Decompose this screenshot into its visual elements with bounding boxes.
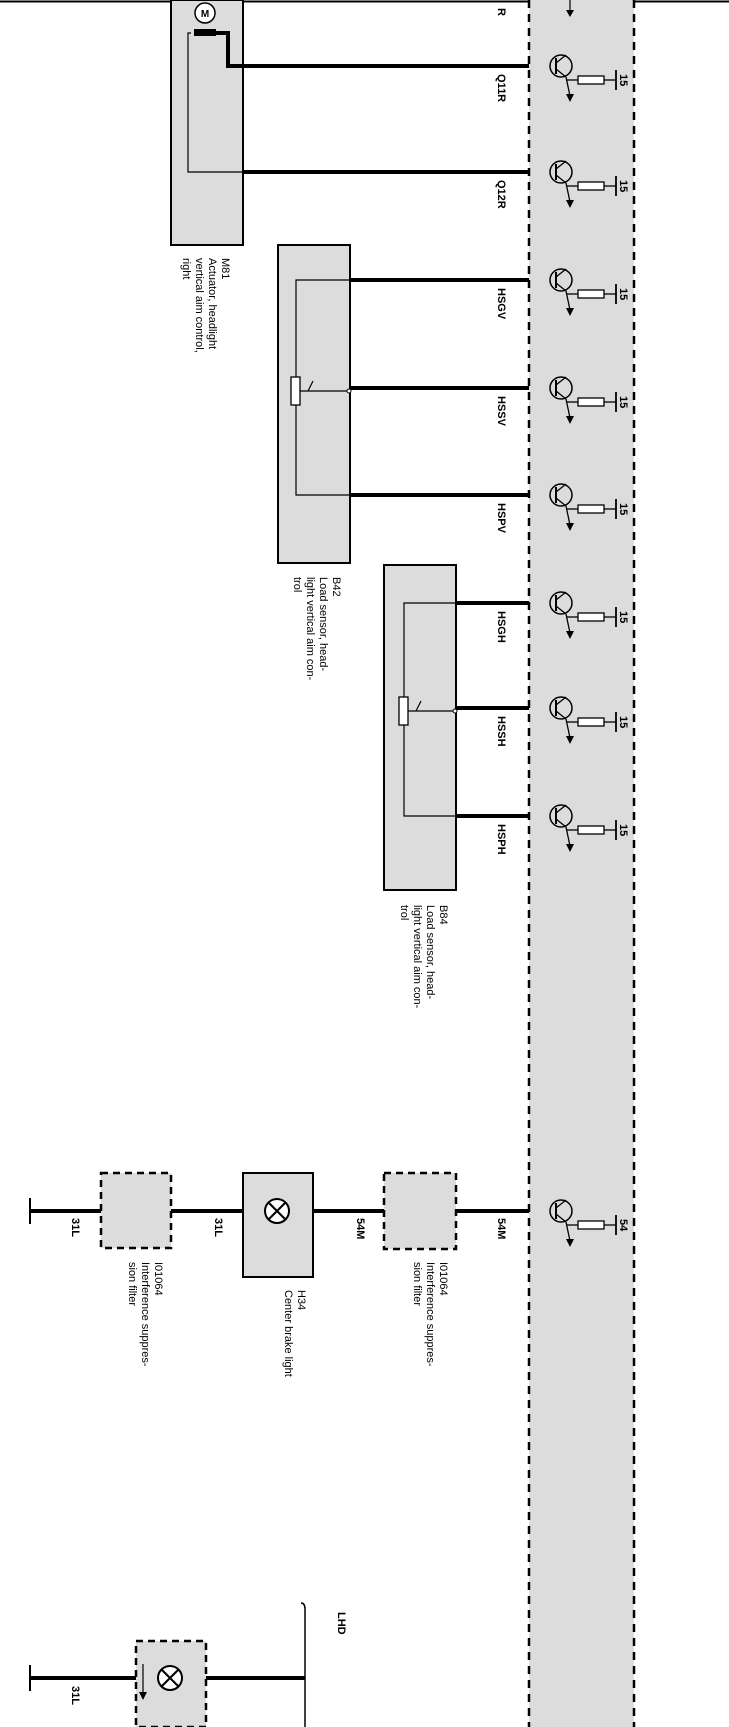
pin-hspv: 15 HSPV bbox=[495, 483, 629, 534]
transistor-icon bbox=[549, 376, 573, 400]
pullup-resistor bbox=[577, 397, 605, 407]
pin-hssv: 15 HSSV bbox=[495, 376, 629, 427]
load-sensor-b84: B84 Load sensor, head- light vertical ai… bbox=[383, 564, 529, 1011]
h34-label: H34 Center brake light bbox=[282, 1290, 307, 1377]
pin-q12r: 15 Q12R bbox=[495, 160, 629, 209]
ground-arrow-icon bbox=[566, 736, 574, 744]
actuator-m81-box bbox=[170, 0, 244, 246]
ground-arrow-icon bbox=[566, 1239, 574, 1247]
pin-number: 15 bbox=[617, 716, 629, 728]
motor-icon bbox=[194, 2, 216, 24]
b84-potentiometer bbox=[398, 696, 409, 726]
pullup-resistor bbox=[577, 181, 605, 191]
filter-upper-box bbox=[382, 1171, 458, 1251]
pullup-resistor bbox=[577, 825, 605, 835]
lhd-label: LHD bbox=[335, 1612, 347, 1635]
pin-signal-label: HSSV bbox=[495, 396, 507, 427]
top-pin-arrow bbox=[566, 10, 574, 17]
ground-arrow-icon bbox=[566, 308, 574, 316]
pin-hsgv: 15 HSGV bbox=[495, 268, 629, 320]
filter-upper-label: I01064 Interference suppres- sion filter bbox=[411, 1262, 449, 1370]
pin-signal-label: HSGH bbox=[495, 611, 507, 643]
transistor-icon bbox=[549, 1199, 573, 1223]
control-unit: R bbox=[495, 0, 636, 1727]
pin-signal-label: HSSH bbox=[495, 716, 507, 747]
b84-label: B84 Load sensor, head- light vertical ai… bbox=[398, 905, 449, 1011]
ground-arrow-icon bbox=[566, 523, 574, 531]
pullup-resistor bbox=[577, 717, 605, 727]
pin-signal-label: Q11R bbox=[495, 74, 507, 102]
filter-lower-box bbox=[99, 1171, 173, 1250]
pullup-resistor bbox=[577, 75, 605, 85]
b42-potentiometer bbox=[290, 376, 301, 406]
pin-signal-label: Q12R bbox=[495, 180, 507, 209]
ground-arrow-icon bbox=[566, 844, 574, 852]
wire-label-31l-lower: 31L bbox=[69, 1218, 81, 1237]
transistor-icon bbox=[549, 804, 573, 828]
control-unit-pins: 15Q11R15Q12R15HSGV15HSSV15HSPV15HSGH15HS… bbox=[495, 54, 629, 1247]
wire-label-31l-bottom: 31L bbox=[69, 1686, 81, 1705]
wire-label-54m-mid: 54M bbox=[354, 1218, 366, 1239]
pullup-resistor bbox=[577, 504, 605, 514]
transistor-icon bbox=[549, 54, 573, 78]
lhd-bracket bbox=[300, 1602, 306, 1727]
load-sensor-b42-box bbox=[277, 244, 351, 564]
ground-arrow-icon bbox=[566, 94, 574, 102]
b42-wiper-arrow bbox=[307, 380, 314, 392]
transistor-icon bbox=[549, 696, 573, 720]
b42-label: B42 Load sensor, head- light vertical ai… bbox=[291, 577, 342, 683]
pin-q11r: 15 Q11R bbox=[495, 54, 629, 102]
filter-lower-label: I01064 Interference suppres- sion filter bbox=[126, 1262, 164, 1370]
pin-signal-label: HSGV bbox=[495, 288, 507, 320]
pin-number: 15 bbox=[617, 288, 629, 300]
transistor-icon bbox=[549, 160, 573, 184]
pin-number: 54 bbox=[617, 1219, 629, 1232]
load-sensor-b42: B42 Load sensor, head- light vertical ai… bbox=[277, 244, 529, 683]
actuator-m81: M M81 Actuator, headlight vertical aim c… bbox=[170, 0, 529, 356]
pin-number: 15 bbox=[617, 503, 629, 515]
pullup-resistor bbox=[577, 1220, 605, 1230]
brake-light-circuit: 54M 54M 31L 31L I01064 Interference supp… bbox=[29, 1171, 529, 1377]
pin-hsgh: 15 HSGH bbox=[495, 591, 629, 643]
pullup-resistor bbox=[577, 612, 605, 622]
control-unit-top-label: R bbox=[495, 8, 507, 16]
motor-symbol: M bbox=[201, 9, 209, 20]
pin-number: 15 bbox=[617, 611, 629, 623]
wire-label-54m-upper: 54M bbox=[495, 1218, 507, 1239]
transistor-icon bbox=[549, 268, 573, 292]
wire-label-31l-mid: 31L bbox=[212, 1218, 224, 1237]
b84-wiper-arrow bbox=[415, 700, 422, 712]
wire-q11r bbox=[216, 31, 529, 68]
ground-arrow-icon bbox=[566, 200, 574, 208]
h34-box bbox=[242, 1172, 314, 1278]
ground-arrow-icon bbox=[566, 631, 574, 639]
ground-arrow-icon bbox=[566, 416, 574, 424]
motor-terminal bbox=[194, 29, 216, 36]
lhd-variant: LHD 31L bbox=[29, 1602, 347, 1727]
pin-number: 15 bbox=[617, 396, 629, 408]
transistor-icon bbox=[549, 483, 573, 507]
control-unit-body bbox=[529, 0, 634, 1727]
transistor-icon bbox=[549, 591, 573, 615]
pin-number: 15 bbox=[617, 824, 629, 836]
lhd-ground-arrow bbox=[139, 1692, 147, 1700]
m81-label: M81 Actuator, headlight vertical aim con… bbox=[180, 258, 231, 356]
pullup-resistor bbox=[577, 289, 605, 299]
load-sensor-b84-box bbox=[383, 564, 457, 891]
pin-signal-label: HSPV bbox=[495, 503, 507, 534]
pin-hssh: 15 HSSH bbox=[495, 696, 629, 747]
pin-number: 15 bbox=[617, 180, 629, 192]
pin-hsph: 15 HSPH bbox=[495, 804, 629, 855]
pin-number: 15 bbox=[617, 74, 629, 86]
pin-54m: 54 bbox=[549, 1199, 629, 1247]
pin-signal-label: HSPH bbox=[495, 824, 507, 855]
